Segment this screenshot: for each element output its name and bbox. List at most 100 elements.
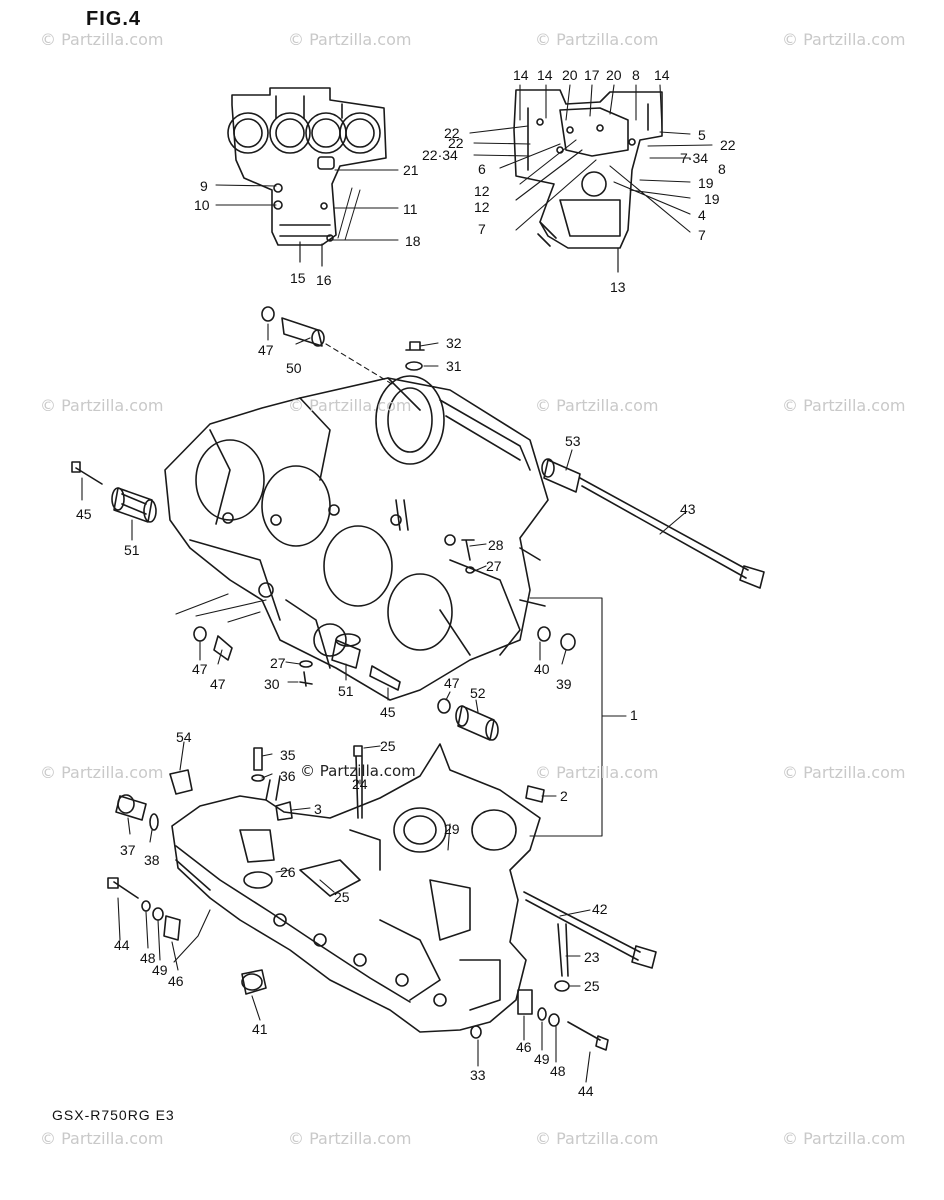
callout-label: 14 [513, 67, 529, 83]
callout-label: 48 [550, 1063, 566, 1079]
callout-label: 44 [578, 1083, 594, 1099]
callout-label: 54 [176, 729, 192, 745]
callout-label: 42 [592, 901, 608, 917]
watermark: © Partzilla.com [40, 30, 164, 49]
callout-label: 8 [718, 161, 726, 177]
watermark: © Partzilla.com [40, 1129, 164, 1148]
watermark: © Partzilla.com [782, 1129, 906, 1148]
callout-label: 44 [114, 937, 130, 953]
callout-label: 7 [698, 227, 706, 243]
callout-label: 47 [210, 676, 226, 692]
callout-label: 47 [444, 675, 460, 691]
callout-label: 29 [444, 821, 460, 837]
callout-label: 19 [698, 175, 714, 191]
callout-label: 13 [610, 279, 626, 295]
callout-label: 11 [403, 201, 418, 217]
main-leader-lines [81, 323, 687, 1083]
center-watermark: © Partzilla.com [300, 762, 416, 780]
callout-label: 7 [478, 221, 486, 237]
callout-label: 27 [486, 558, 502, 574]
callout-label: 3 [314, 801, 322, 817]
callout-label: 20 [606, 67, 622, 83]
watermark: © Partzilla.com [288, 30, 412, 49]
callout-label: 51 [338, 683, 354, 699]
callout-label: 47 [258, 342, 274, 358]
callout-label: 28 [488, 537, 504, 553]
callout-label: 12 [474, 183, 490, 199]
callout-label: 23 [584, 949, 600, 965]
callout-label: 15 [290, 270, 306, 286]
callout-label: 8 [632, 67, 640, 83]
lower-view-leader-lines [469, 84, 713, 233]
callout-label: 46 [168, 973, 184, 989]
lower-crankcase-assembly [171, 743, 541, 1033]
watermark: © Partzilla.com [782, 30, 906, 49]
callout-label: 30 [264, 676, 280, 692]
callout-label: 51 [124, 542, 140, 558]
figure-title: FIG.4 [86, 8, 142, 30]
callout-label: 17 [584, 67, 600, 83]
callout-label: 33 [470, 1067, 486, 1083]
callout-label: 21 [403, 162, 419, 178]
callout-label: 14 [654, 67, 670, 83]
callout-label: 45 [380, 704, 396, 720]
callout-label: 48 [140, 950, 156, 966]
watermark: © Partzilla.com [535, 30, 659, 49]
callout-label: 39 [556, 676, 572, 692]
callout-label: 43 [680, 501, 696, 517]
callout-label: 25 [334, 889, 350, 905]
callout-label: 27 [270, 655, 286, 671]
callout-label: 53 [565, 433, 581, 449]
callout-label: 36 [280, 768, 296, 784]
callout-label: 50 [286, 360, 302, 376]
callout-label: 12 [474, 199, 490, 215]
callout-label: 14 [537, 67, 553, 83]
callout-label: 18 [405, 233, 421, 249]
callout-label: 5 [698, 127, 706, 143]
callout-label: 22·34 [422, 147, 458, 163]
upper-view-leader-lines [215, 169, 399, 241]
callout-label: 7·34 [680, 150, 709, 166]
callout-label: 24 [352, 776, 368, 792]
upper-crankcase-top-view [227, 87, 387, 267]
callout-label: 19 [704, 191, 720, 207]
callout-label: 31 [446, 358, 462, 374]
callout-label: 45 [76, 506, 92, 522]
callout-label: 46 [516, 1039, 532, 1055]
callout-label: 32 [446, 335, 462, 351]
callout-label: 22 [448, 135, 464, 151]
callout-label: 10 [194, 197, 210, 213]
callout-label: 40 [534, 661, 550, 677]
model-code: GSX-R750RG E3 [52, 1107, 175, 1123]
callout-label: 41 [252, 1021, 268, 1037]
upper-assembly-fasteners [71, 306, 765, 741]
lower-assembly-fasteners [107, 745, 657, 1051]
callout-label: 47 [192, 661, 208, 677]
callout-label: 26 [280, 864, 296, 880]
watermark: © Partzilla.com [288, 396, 412, 415]
callout-label: 49 [152, 962, 168, 978]
callout-label: 4 [698, 207, 706, 223]
callout-label: 20 [562, 67, 578, 83]
callout-label: 25 [380, 738, 396, 754]
callout-label: 38 [144, 852, 160, 868]
callout-label: 9 [200, 178, 208, 194]
callout-label: 2 [560, 788, 568, 804]
watermark: © Partzilla.com [535, 1129, 659, 1148]
callout-label: 35 [280, 747, 296, 763]
upper-crankcase-assembly [164, 375, 549, 701]
callout-label: 22 [444, 125, 460, 141]
watermark: © Partzilla.com [40, 763, 164, 782]
watermark: © Partzilla.com [782, 396, 906, 415]
callout-label: 1 [630, 707, 638, 723]
lower-crankcase-bottom-view [513, 89, 663, 273]
callout-label: 37 [120, 842, 136, 858]
callout-label: 49 [534, 1051, 550, 1067]
callout-label: 16 [316, 272, 332, 288]
watermark: © Partzilla.com [40, 396, 164, 415]
watermark: © Partzilla.com [782, 763, 906, 782]
watermark: © Partzilla.com [535, 763, 659, 782]
callout-label: 22 [720, 137, 736, 153]
